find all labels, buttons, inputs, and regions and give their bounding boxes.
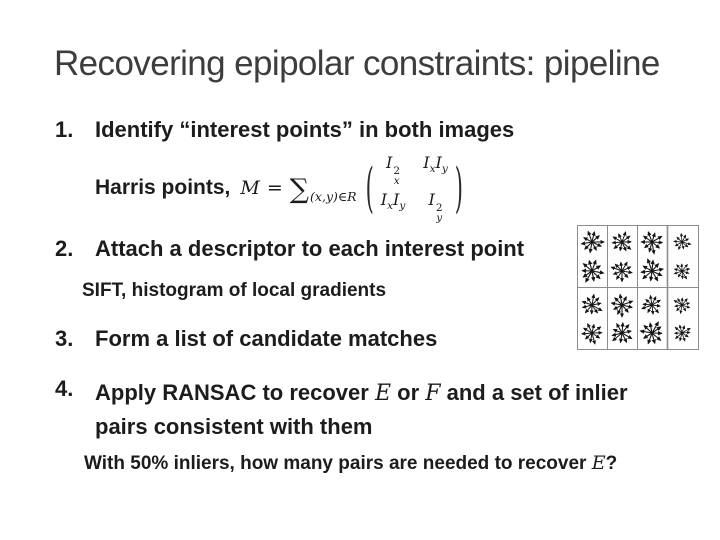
matrix-cell-21: IxIy xyxy=(380,189,406,212)
item-number: 4. xyxy=(55,376,74,401)
equals-sign: = xyxy=(266,177,283,199)
list-item-ransac: 4. Apply RANSAC to recover E or F and a … xyxy=(55,376,695,442)
item-text: Apply RANSAC to recover E or F and a set… xyxy=(95,380,628,439)
item-number: 2. xyxy=(55,236,74,261)
list-item-identify-interest-points: 1. Identify “interest points” in both im… xyxy=(55,117,675,147)
item-text: Attach a descriptor to each interest poi… xyxy=(95,236,525,261)
summation-symbol: ∑ xyxy=(289,173,310,205)
left-paren: ( xyxy=(365,157,374,219)
inliers-question: With 50% inliers, how many pairs are nee… xyxy=(84,452,618,474)
item-number: 3. xyxy=(55,326,74,351)
matrix-cell-12: IxIy xyxy=(423,152,448,175)
math-var-E: E xyxy=(374,381,392,406)
slide-title: Recovering epipolar constraints: pipelin… xyxy=(54,44,660,83)
harris-label: Harris points, xyxy=(95,176,231,199)
item-text: Form a list of candidate matches xyxy=(95,326,438,351)
list-item-candidate-matches: 3. Form a list of candidate matches xyxy=(55,326,675,356)
math-var-F: F xyxy=(425,381,441,406)
math-var-E: E xyxy=(591,452,606,474)
item-text-line2: pairs consistent with them xyxy=(95,414,373,439)
sift-note: SIFT, histogram of local gradients xyxy=(82,280,387,301)
math-var-M: M xyxy=(240,177,260,199)
list-item-attach-descriptor: 2. Attach a descriptor to each interest … xyxy=(55,236,675,266)
right-paren: ) xyxy=(454,157,463,219)
sift-descriptor-figure xyxy=(577,225,699,350)
item-number: 1. xyxy=(55,117,74,142)
item-text: Identify “interest points” in both image… xyxy=(95,117,515,142)
summation-subscript: (x,y)∈R xyxy=(310,188,357,204)
